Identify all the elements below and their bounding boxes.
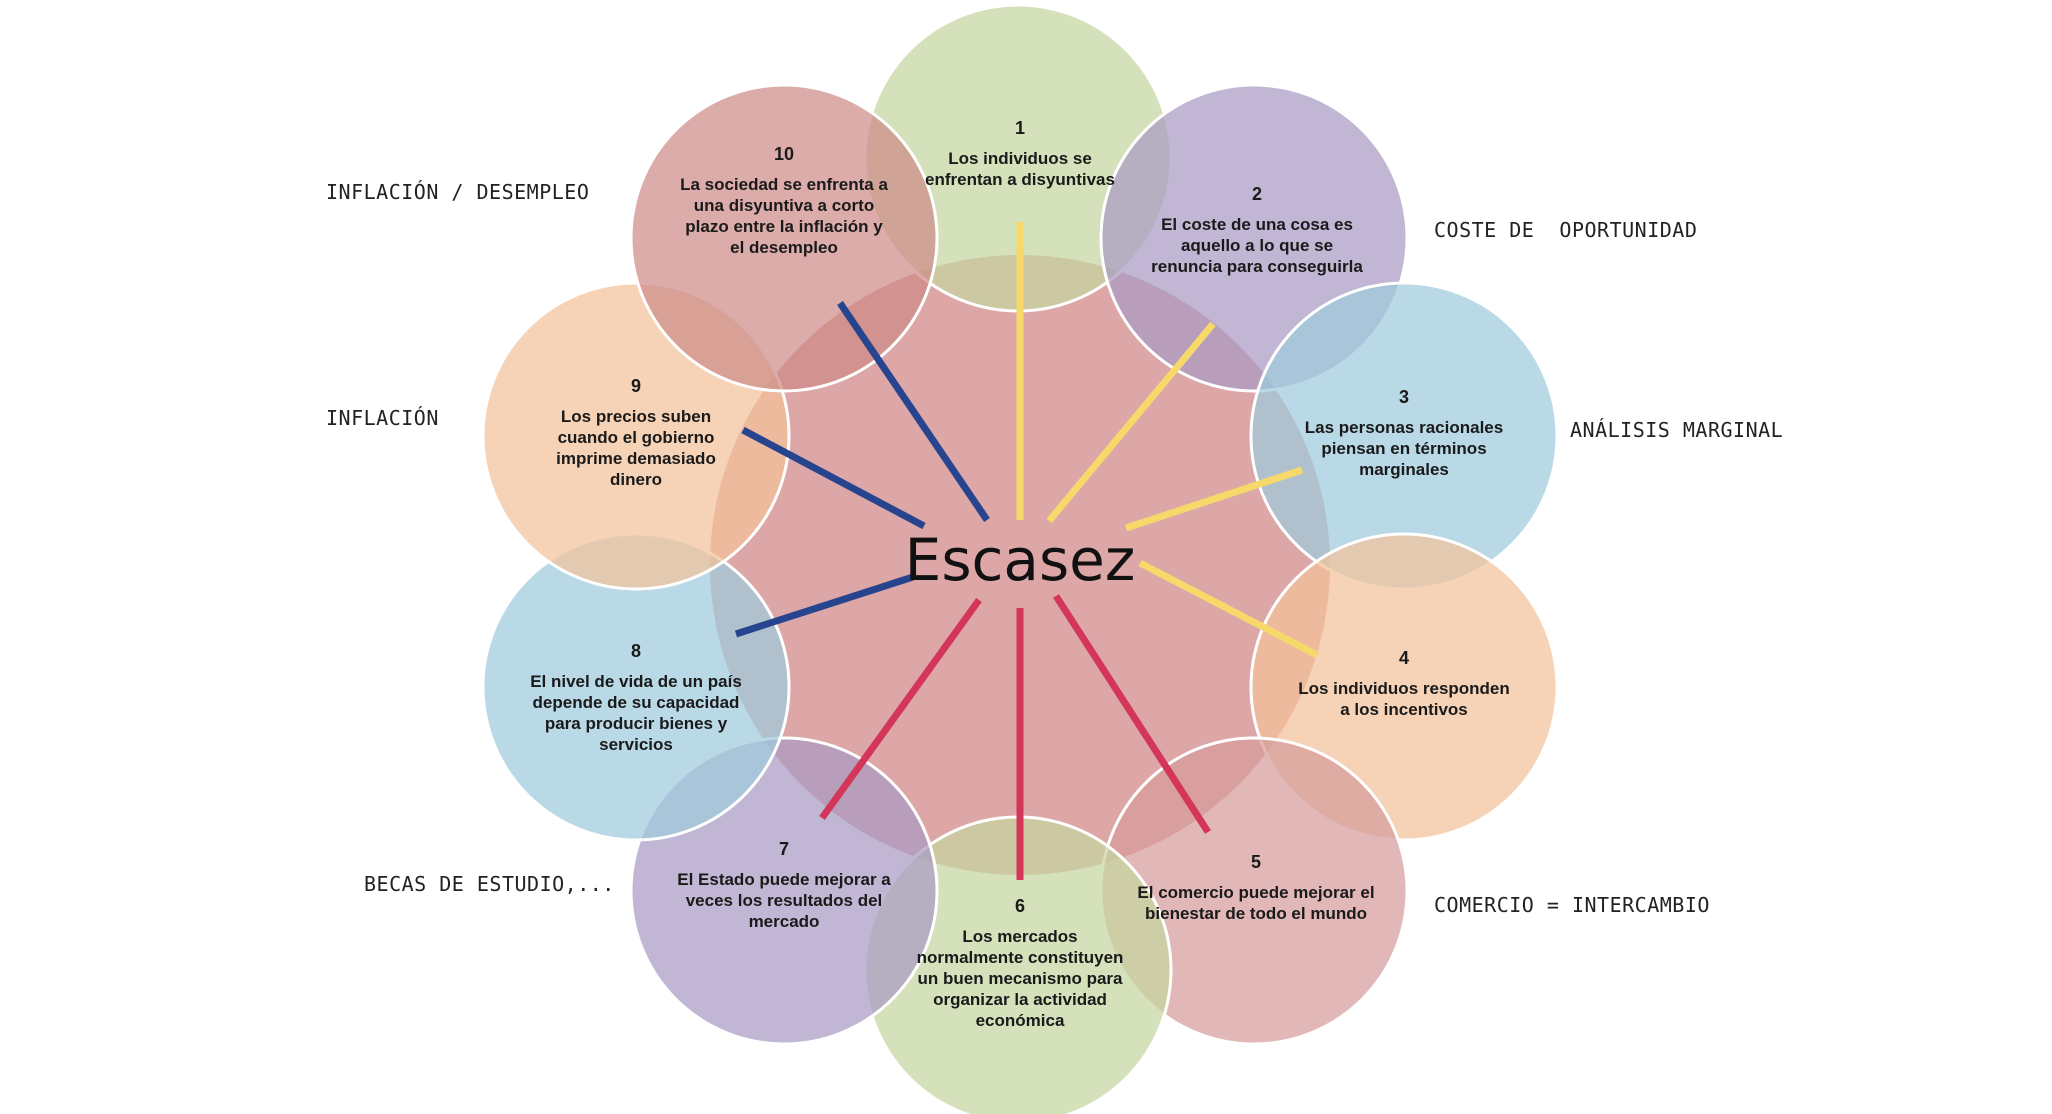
principle-number-3: 3 bbox=[1399, 387, 1409, 407]
principle-number-9: 9 bbox=[631, 376, 641, 396]
center-disc bbox=[710, 255, 1330, 875]
center-label: Escasez bbox=[905, 526, 1136, 594]
principle-circle-10 bbox=[629, 83, 939, 393]
principle-number-6: 6 bbox=[1015, 896, 1025, 916]
principle-number-2: 2 bbox=[1252, 184, 1262, 204]
side-label-becas: BECAS DE ESTUDIO,... bbox=[364, 872, 615, 896]
side-label-coste-oportunidad: COSTE DE OPORTUNIDAD bbox=[1434, 218, 1698, 242]
principle-number-8: 8 bbox=[631, 641, 641, 661]
spoke-7 bbox=[819, 597, 982, 821]
spoke-4 bbox=[1138, 559, 1319, 659]
side-label-comercio: COMERCIO = INTERCAMBIO bbox=[1434, 893, 1710, 917]
side-label-inflacion: INFLACIÓN bbox=[326, 406, 439, 430]
spoke-3 bbox=[1124, 466, 1304, 532]
spoke-2 bbox=[1046, 321, 1216, 524]
principle-number-4: 4 bbox=[1399, 648, 1409, 668]
spoke-10 bbox=[837, 301, 990, 522]
principle-number-1: 1 bbox=[1015, 118, 1025, 138]
side-label-analisis-marginal: ANÁLISIS MARGINAL bbox=[1570, 418, 1784, 442]
spoke-8 bbox=[734, 573, 915, 638]
spoke-9 bbox=[741, 426, 926, 530]
side-label-inflacion-desempleo: INFLACIÓN / DESEMPLEO bbox=[326, 180, 590, 204]
principle-number-5: 5 bbox=[1251, 852, 1261, 872]
principle-number-7: 7 bbox=[779, 839, 789, 859]
spoke-5 bbox=[1053, 594, 1211, 834]
principle-number-10: 10 bbox=[774, 144, 794, 164]
